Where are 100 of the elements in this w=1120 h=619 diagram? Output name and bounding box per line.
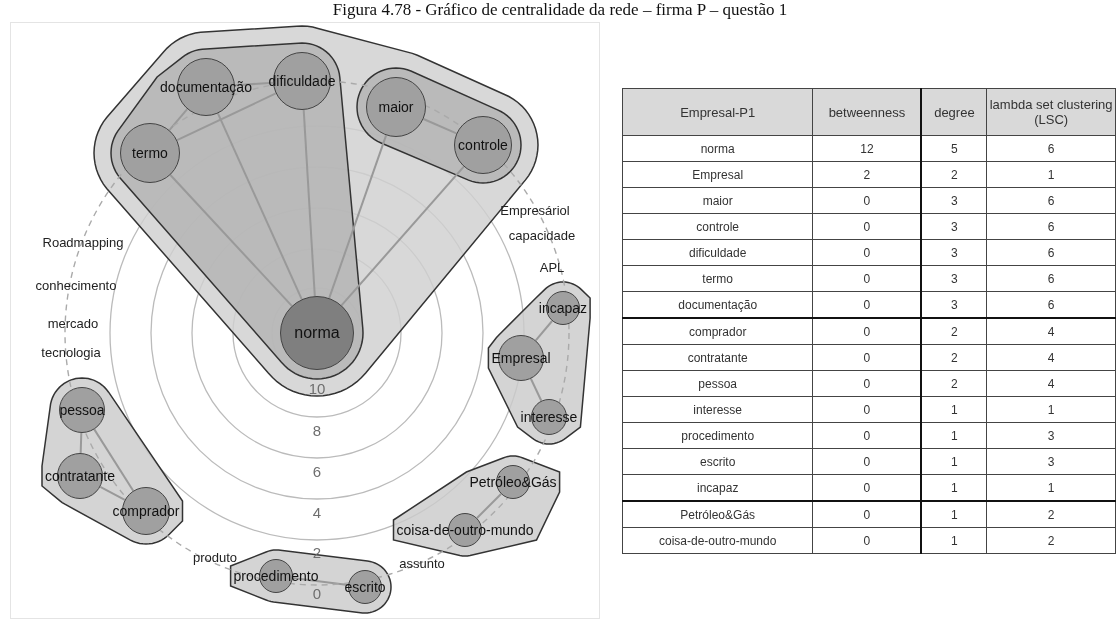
node-label: pessoa <box>59 402 105 418</box>
table-cell: 2 <box>921 318 987 345</box>
node-label: capacidade <box>508 227 576 243</box>
edge-line <box>340 165 465 307</box>
table-cell: 1 <box>921 501 987 528</box>
edge-line <box>168 108 189 132</box>
table-cell: 6 <box>986 291 1116 318</box>
table-cell: Petróleo&Gás <box>622 501 813 528</box>
table-cell: 4 <box>986 344 1116 371</box>
table-header-cell: degree <box>921 88 987 136</box>
node-label: Empresal <box>491 350 551 366</box>
table-cell: termo <box>622 265 813 292</box>
node-label: assunto <box>399 555 445 571</box>
node-label: escrito <box>344 579 386 595</box>
table-cell: 6 <box>986 135 1116 162</box>
table-cell: 0 <box>812 213 922 240</box>
edge-line <box>79 432 83 454</box>
node-label: mercado <box>47 315 99 331</box>
table-cell: 6 <box>986 265 1116 292</box>
table-cell: 3 <box>921 291 987 318</box>
table-cell: 3 <box>921 213 987 240</box>
table-cell: incapaz <box>622 474 813 501</box>
table-cell: 6 <box>986 213 1116 240</box>
node-label: tecnologia <box>41 344 101 360</box>
table-cell: 1 <box>921 448 987 475</box>
axis-tick-label: 4 <box>312 503 322 521</box>
node-label: conhecimento <box>35 277 117 293</box>
node-label: termo <box>132 145 168 161</box>
axis-tick-label: 0 <box>312 584 322 602</box>
node-label: produto <box>192 549 238 565</box>
table-cell: 1 <box>921 396 987 423</box>
axis-tick-label: 8 <box>312 421 322 439</box>
node-label: procedimento <box>233 568 319 584</box>
node-label: Roadmapping <box>42 234 124 250</box>
table-cell: 12 <box>812 135 922 162</box>
figure-title: Figura 4.78 - Gráfico de centralidade da rede – firma P – questão 1 <box>331 0 789 20</box>
node-label: coisa-de-outro-mundo <box>396 522 534 538</box>
node-label: comprador <box>112 503 180 519</box>
edge-line <box>99 485 126 501</box>
table-header-cell: lambda set clustering (LSC) <box>986 88 1116 136</box>
table-cell: 1 <box>921 474 987 501</box>
edge-line <box>93 428 135 492</box>
table-cell: 6 <box>986 239 1116 266</box>
table-cell: 0 <box>812 291 922 318</box>
table-cell: pessoa <box>622 370 813 397</box>
table-cell: 3 <box>921 187 987 214</box>
node-label: APL <box>539 259 565 275</box>
table-cell: 3 <box>986 422 1116 449</box>
table-cell: procedimento <box>622 422 813 449</box>
edge-line <box>422 118 458 135</box>
table-cell: 1 <box>986 161 1116 188</box>
table-cell: 0 <box>812 527 922 554</box>
table-cell: 2 <box>921 370 987 397</box>
axis-tick-label: 10 <box>308 379 326 397</box>
table-cell: 0 <box>812 501 922 528</box>
table-cell: dificuldade <box>622 239 813 266</box>
node-label: controle <box>458 137 508 153</box>
table-cell: 4 <box>986 370 1116 397</box>
table-cell: comprador <box>622 318 813 345</box>
table-cell: 0 <box>812 318 922 345</box>
axis-tick-label: 6 <box>312 462 322 480</box>
table-cell: 3 <box>921 265 987 292</box>
table-header-cell: betweenness <box>812 88 922 136</box>
table-cell: 0 <box>812 187 922 214</box>
edge-line <box>302 108 316 298</box>
table-cell: 3 <box>986 448 1116 475</box>
table-cell: 1 <box>921 527 987 554</box>
table-cell: 4 <box>986 318 1116 345</box>
node-label: maior <box>378 99 414 115</box>
table-cell: 0 <box>812 396 922 423</box>
table-cell: 2 <box>986 501 1116 528</box>
table-header-cell: Empresal-P1 <box>622 88 813 136</box>
edge-line <box>176 92 277 142</box>
node-label: Petróleo&Gás <box>469 474 557 490</box>
edge-line <box>233 81 275 87</box>
table-cell: 1 <box>921 422 987 449</box>
node-label: interesse <box>520 409 578 425</box>
node-label: incapaz <box>538 300 588 316</box>
edge-line <box>169 174 293 307</box>
node-label: norma <box>294 324 340 342</box>
table-cell: interesse <box>622 396 813 423</box>
table-cell: 6 <box>986 187 1116 214</box>
table-cell: 2 <box>986 527 1116 554</box>
table-cell: 5 <box>921 135 987 162</box>
edge-line <box>534 320 554 342</box>
table-cell: escrito <box>622 448 813 475</box>
table-cell: norma <box>622 135 813 162</box>
edge-line <box>476 493 502 519</box>
table-cell: 0 <box>812 370 922 397</box>
table-cell: 3 <box>921 239 987 266</box>
node-label: contratante <box>44 468 116 484</box>
edge-line <box>529 377 543 402</box>
table-cell: 0 <box>812 448 922 475</box>
table-cell: contratante <box>622 344 813 371</box>
table-cell: 0 <box>812 344 922 371</box>
table-cell: documentação <box>622 291 813 318</box>
table-cell: 0 <box>812 239 922 266</box>
table-cell: 0 <box>812 265 922 292</box>
table-cell: 0 <box>812 474 922 501</box>
table-cell: maior <box>622 187 813 214</box>
